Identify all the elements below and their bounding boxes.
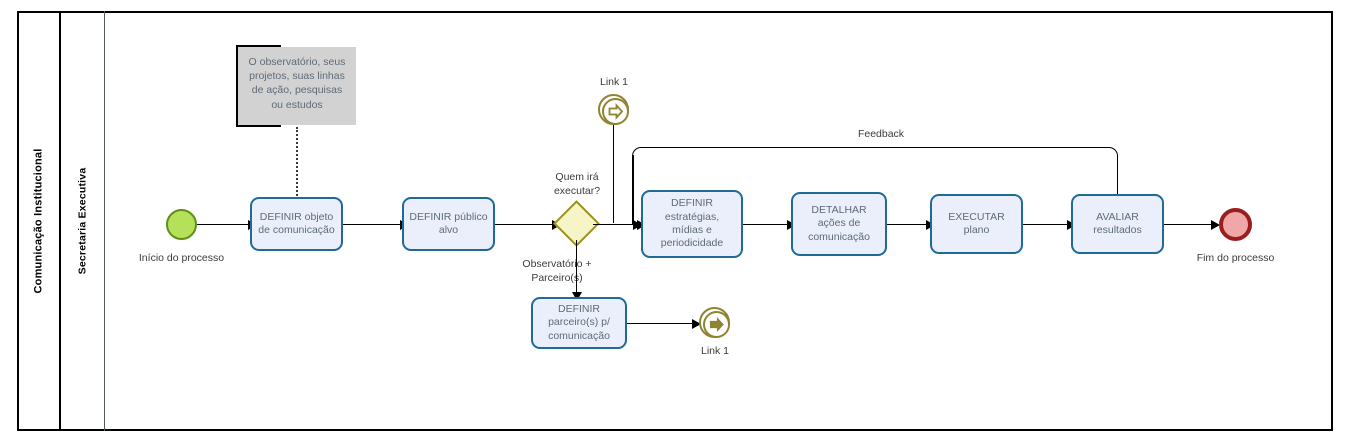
flow-task5-to-task6 (1023, 223, 1070, 226)
pool-header: Comunicação Institucional (17, 11, 61, 431)
flow-start-to-task1 (197, 223, 249, 226)
flow-task4-to-task5 (887, 223, 929, 226)
flow-task6-to-end (1164, 223, 1214, 226)
text-annotation-bracket (236, 45, 281, 127)
flow-task3-to-task4 (743, 223, 790, 226)
task-detalhar-acoes[interactable]: DETALHAR ações de comunicação (791, 192, 887, 256)
gateway-label: Quem irá executar? (553, 171, 601, 197)
flow-task6-to-end-arrowhead (1211, 219, 1220, 230)
task-definir-objeto[interactable]: DEFINIR objeto de comunicação (250, 197, 343, 251)
feedback-right-vertical (1116, 155, 1119, 194)
start-event[interactable] (166, 209, 197, 240)
flow-gateway-to-task7-arrowhead (571, 292, 582, 301)
feedback-top-horizontal (641, 146, 1109, 149)
link-catch-arrow-icon (608, 103, 624, 120)
start-event-label: Início do processo (138, 252, 225, 264)
task-definir-parceiros[interactable]: DEFINIR parceiro(s) p/ comunicação (531, 297, 627, 349)
text-annotation: O observatório, seus projetos, suas linh… (238, 47, 356, 125)
pool-border (17, 11, 1333, 431)
task-avaliar-resultados[interactable]: AVALIAR resultados (1071, 194, 1164, 254)
flow-task7-to-linkthrow-arrowhead (692, 318, 701, 329)
end-event[interactable] (1219, 208, 1252, 241)
task-definir-estrategias[interactable]: DEFINIR estratégias, mídias e periodicid… (641, 190, 743, 258)
feedback-corner-left (632, 146, 642, 157)
flow-task7-to-linkthrow (627, 322, 695, 325)
flow-linkcatch-vertical (612, 125, 615, 223)
flow-task2-to-gateway (495, 223, 554, 226)
annotation-association (296, 127, 298, 199)
flow-task1-to-task2 (343, 223, 401, 226)
lane-header: Secretaria Executiva (61, 11, 105, 431)
link-catch-event[interactable] (598, 94, 629, 125)
gateway-branch-label: Observatório + Parceiro(s) (522, 258, 592, 284)
task-definir-publico-alvo[interactable]: DEFINIR público alvo (402, 197, 495, 251)
link-throw-event-label: Link 1 (700, 345, 730, 357)
end-event-label: Fim do processo (1196, 252, 1275, 264)
feedback-left-vertical (632, 155, 634, 224)
lane-label: Secretaria Executiva (76, 167, 89, 275)
flow-linkcatch-horizontal (612, 223, 641, 226)
task-executar-plano[interactable]: EXECUTAR plano (930, 194, 1023, 254)
pool-label: Comunicação Institucional (32, 148, 44, 294)
flow-gateway-to-task7 (575, 240, 578, 295)
feedback-label: Feedback (857, 128, 905, 140)
link-throw-arrow-icon (709, 316, 724, 333)
link-throw-event[interactable] (699, 307, 730, 338)
link-catch-event-label: Link 1 (599, 76, 629, 88)
feedback-arrowhead (633, 219, 642, 230)
